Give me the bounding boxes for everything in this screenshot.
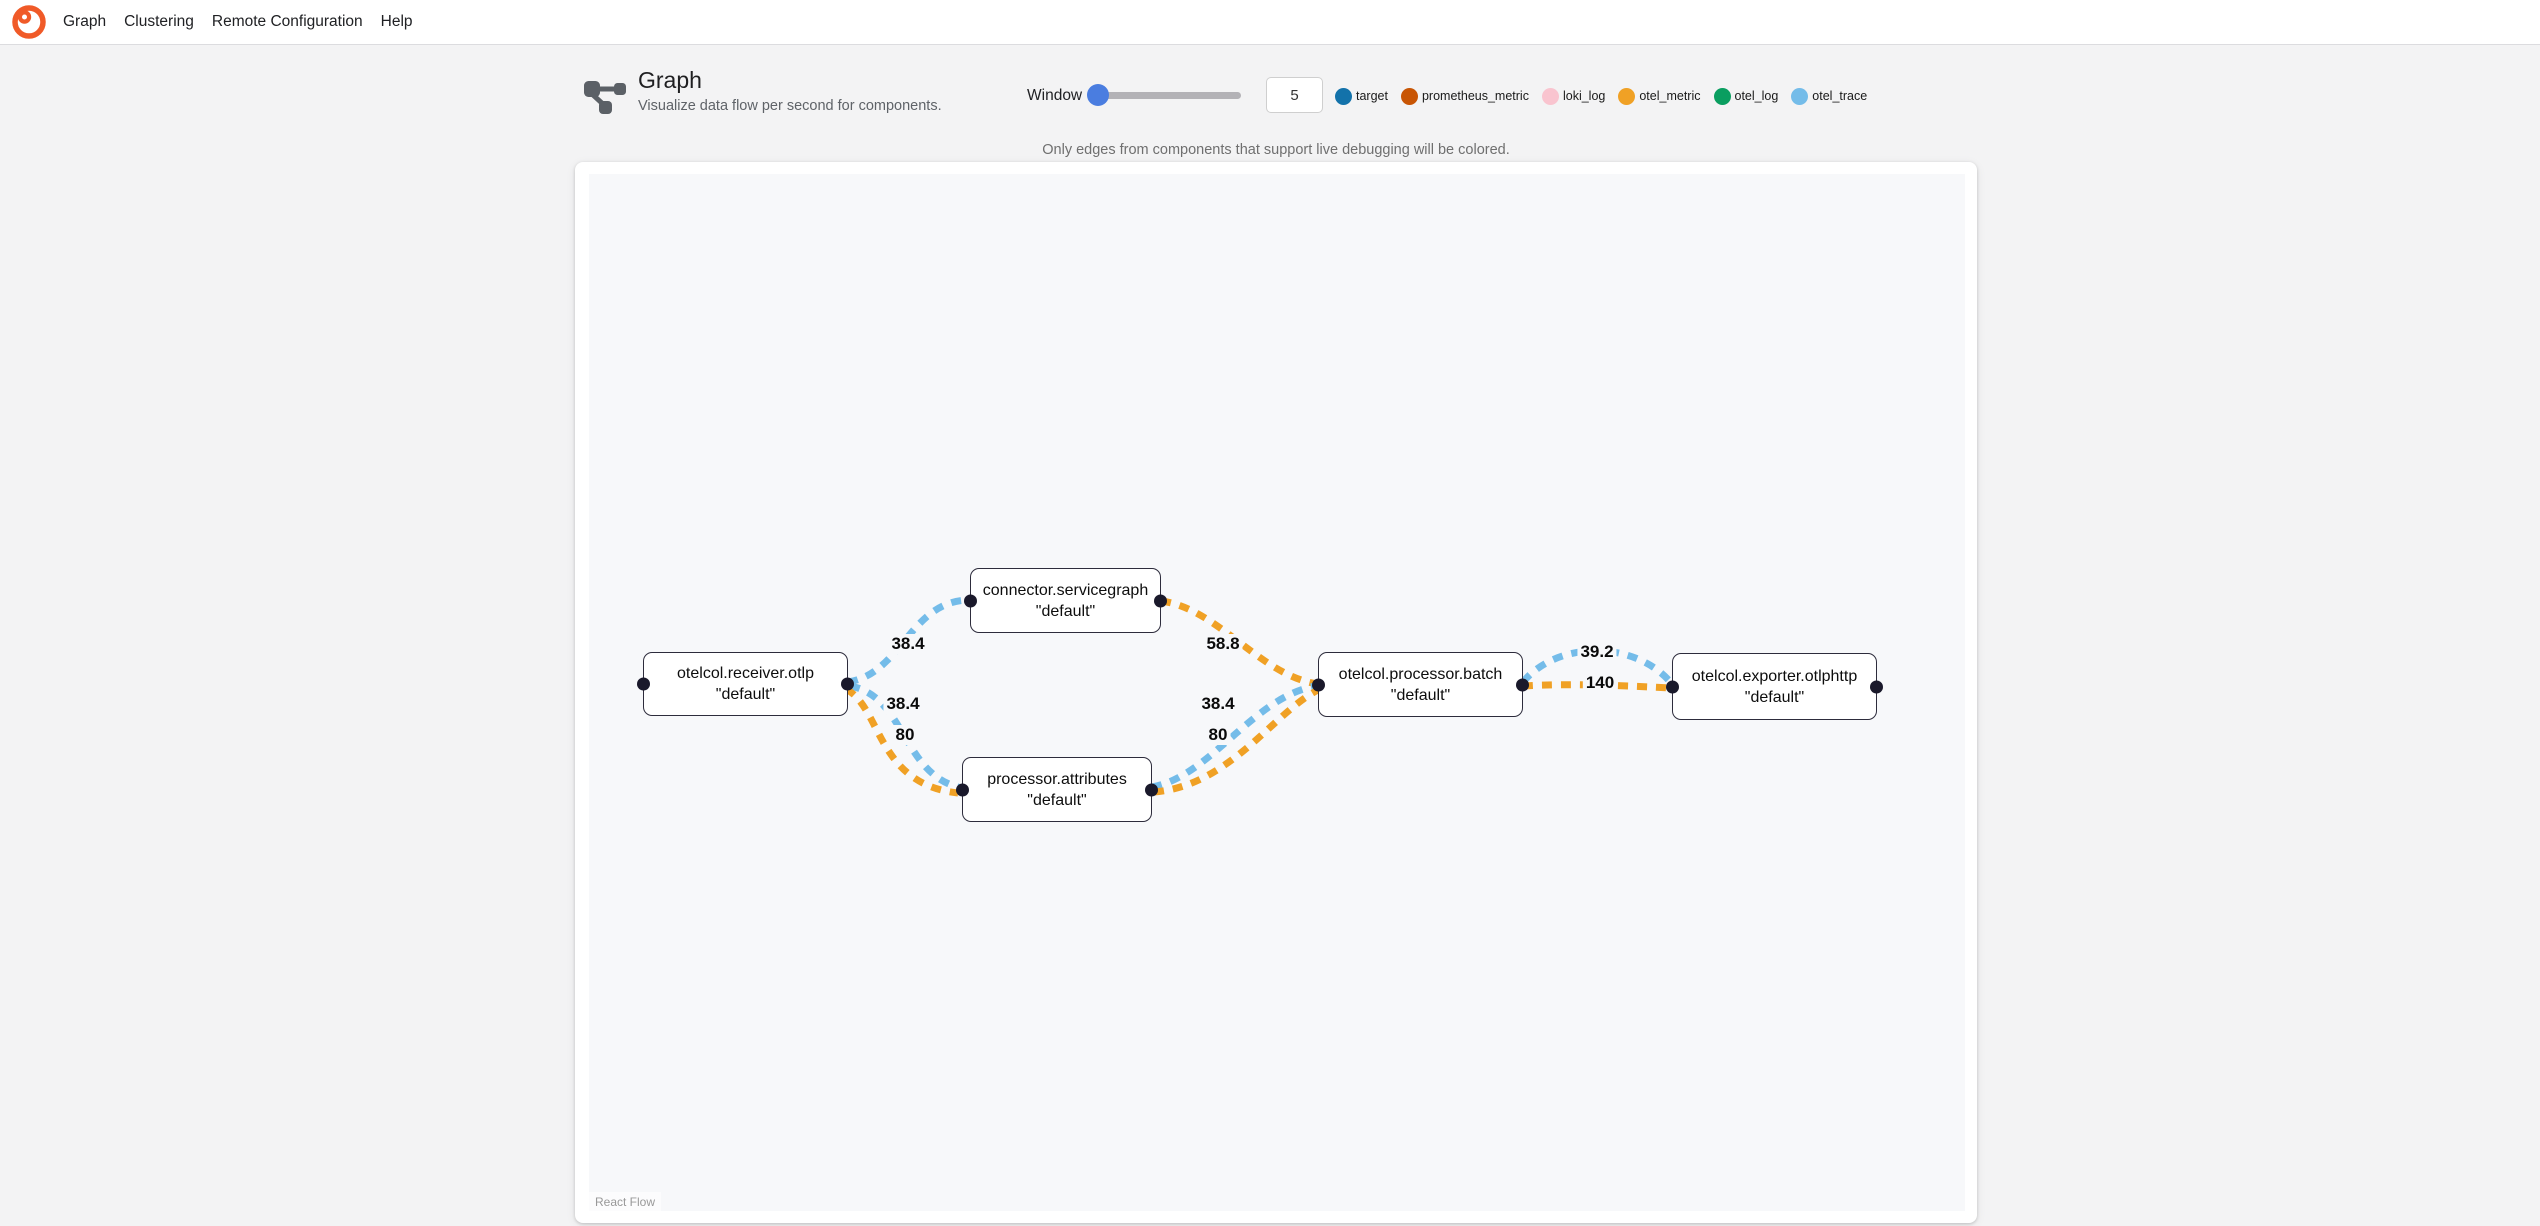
edge-rate-label: 58.8	[1203, 634, 1243, 654]
window-value-input[interactable]	[1266, 77, 1323, 113]
node-handle-left	[964, 594, 977, 607]
node-processor-attributes[interactable]: processor.attributes "default"	[956, 757, 1158, 822]
main-nav: Graph Clustering Remote Configuration He…	[54, 13, 422, 31]
window-slider-label: Window	[1027, 87, 1083, 104]
node-name: otelcol.processor.batch	[1338, 665, 1503, 683]
app-menubar: Graph Clustering Remote Configuration He…	[0, 0, 2540, 45]
edge-rate-label: 39.2	[1577, 642, 1617, 662]
legend-item-target: target	[1335, 87, 1388, 105]
node-handle-left	[956, 783, 969, 796]
graph-icon	[584, 81, 626, 114]
node-handle-right	[841, 677, 854, 691]
node-name: otelcol.exporter.otlphttp	[1691, 667, 1858, 685]
node-name: otelcol.receiver.otlp	[677, 665, 814, 682]
node-name: connector.servicegraph	[982, 581, 1149, 599]
legend-item-otel-metric: otel_metric	[1618, 87, 1701, 105]
page-title: Graph	[638, 67, 702, 93]
edge-rate-label: 140	[1582, 673, 1618, 693]
edge-rate-label: 38.4	[883, 694, 923, 714]
legend-item-otel-log: otel_log	[1713, 87, 1778, 105]
edge-rate-label: 38.4	[1198, 694, 1238, 714]
node-otelcol-receiver-otlp[interactable]: otelcol.receiver.otlp "default"	[637, 652, 854, 716]
menu-item-help[interactable]: Help	[380, 13, 413, 30]
node-otelcol-processor-batch[interactable]: otelcol.processor.batch "default"	[1312, 652, 1529, 717]
alloy-logo-icon[interactable]	[11, 4, 47, 40]
menu-item-graph[interactable]: Graph	[63, 13, 107, 30]
otel-log-color-dot	[1713, 87, 1731, 105]
node-name: processor.attributes	[987, 770, 1127, 788]
react-flow-attribution[interactable]: React Flow	[589, 1192, 662, 1212]
node-handle-right	[1154, 594, 1167, 607]
node-otelcol-exporter-otlphttp[interactable]: otelcol.exporter.otlphttp "default"	[1666, 653, 1883, 720]
node-instance: "default"	[1027, 791, 1087, 809]
window-slider[interactable]	[1087, 84, 1243, 107]
live-debugging-note: Only edges from components that support …	[1042, 142, 1510, 158]
node-handle-right	[1516, 678, 1529, 691]
node-handle-right	[1145, 783, 1158, 796]
slider-thumb[interactable]	[1087, 84, 1109, 106]
node-handle-left	[1312, 678, 1325, 691]
node-instance: "default"	[1744, 688, 1805, 706]
legend-item-prometheus-metric: prometheus_metric	[1400, 87, 1529, 105]
signal-legend: target prometheus_metric loki_log otel_m…	[1335, 86, 1867, 106]
prometheus-metric-color-dot	[1400, 87, 1418, 105]
edge-rate-label: 38.4	[888, 634, 928, 654]
page-subtitle: Visualize data flow per second for compo…	[638, 98, 942, 114]
node-connector-servicegraph[interactable]: connector.servicegraph "default"	[964, 568, 1167, 633]
legend-item-otel-trace: otel_trace	[1791, 87, 1867, 105]
node-handle-right	[1870, 680, 1883, 693]
menu-item-clustering[interactable]: Clustering	[124, 13, 194, 30]
edge-rate-label: 80	[892, 725, 918, 745]
otel-trace-color-dot	[1791, 87, 1809, 105]
node-instance: "default"	[715, 686, 776, 703]
menu-item-remote-configuration[interactable]: Remote Configuration	[211, 13, 363, 30]
node-handle-left	[1666, 680, 1679, 693]
node-instance: "default"	[1035, 602, 1096, 620]
edge-rate-label: 80	[1205, 725, 1231, 745]
legend-item-loki-log: loki_log	[1541, 87, 1605, 105]
otel-metric-color-dot	[1618, 87, 1636, 105]
target-color-dot	[1335, 87, 1352, 105]
node-instance: "default"	[1390, 686, 1451, 704]
node-handle-left	[637, 677, 650, 691]
loki-log-color-dot	[1541, 87, 1559, 105]
slider-track[interactable]	[1093, 92, 1241, 99]
